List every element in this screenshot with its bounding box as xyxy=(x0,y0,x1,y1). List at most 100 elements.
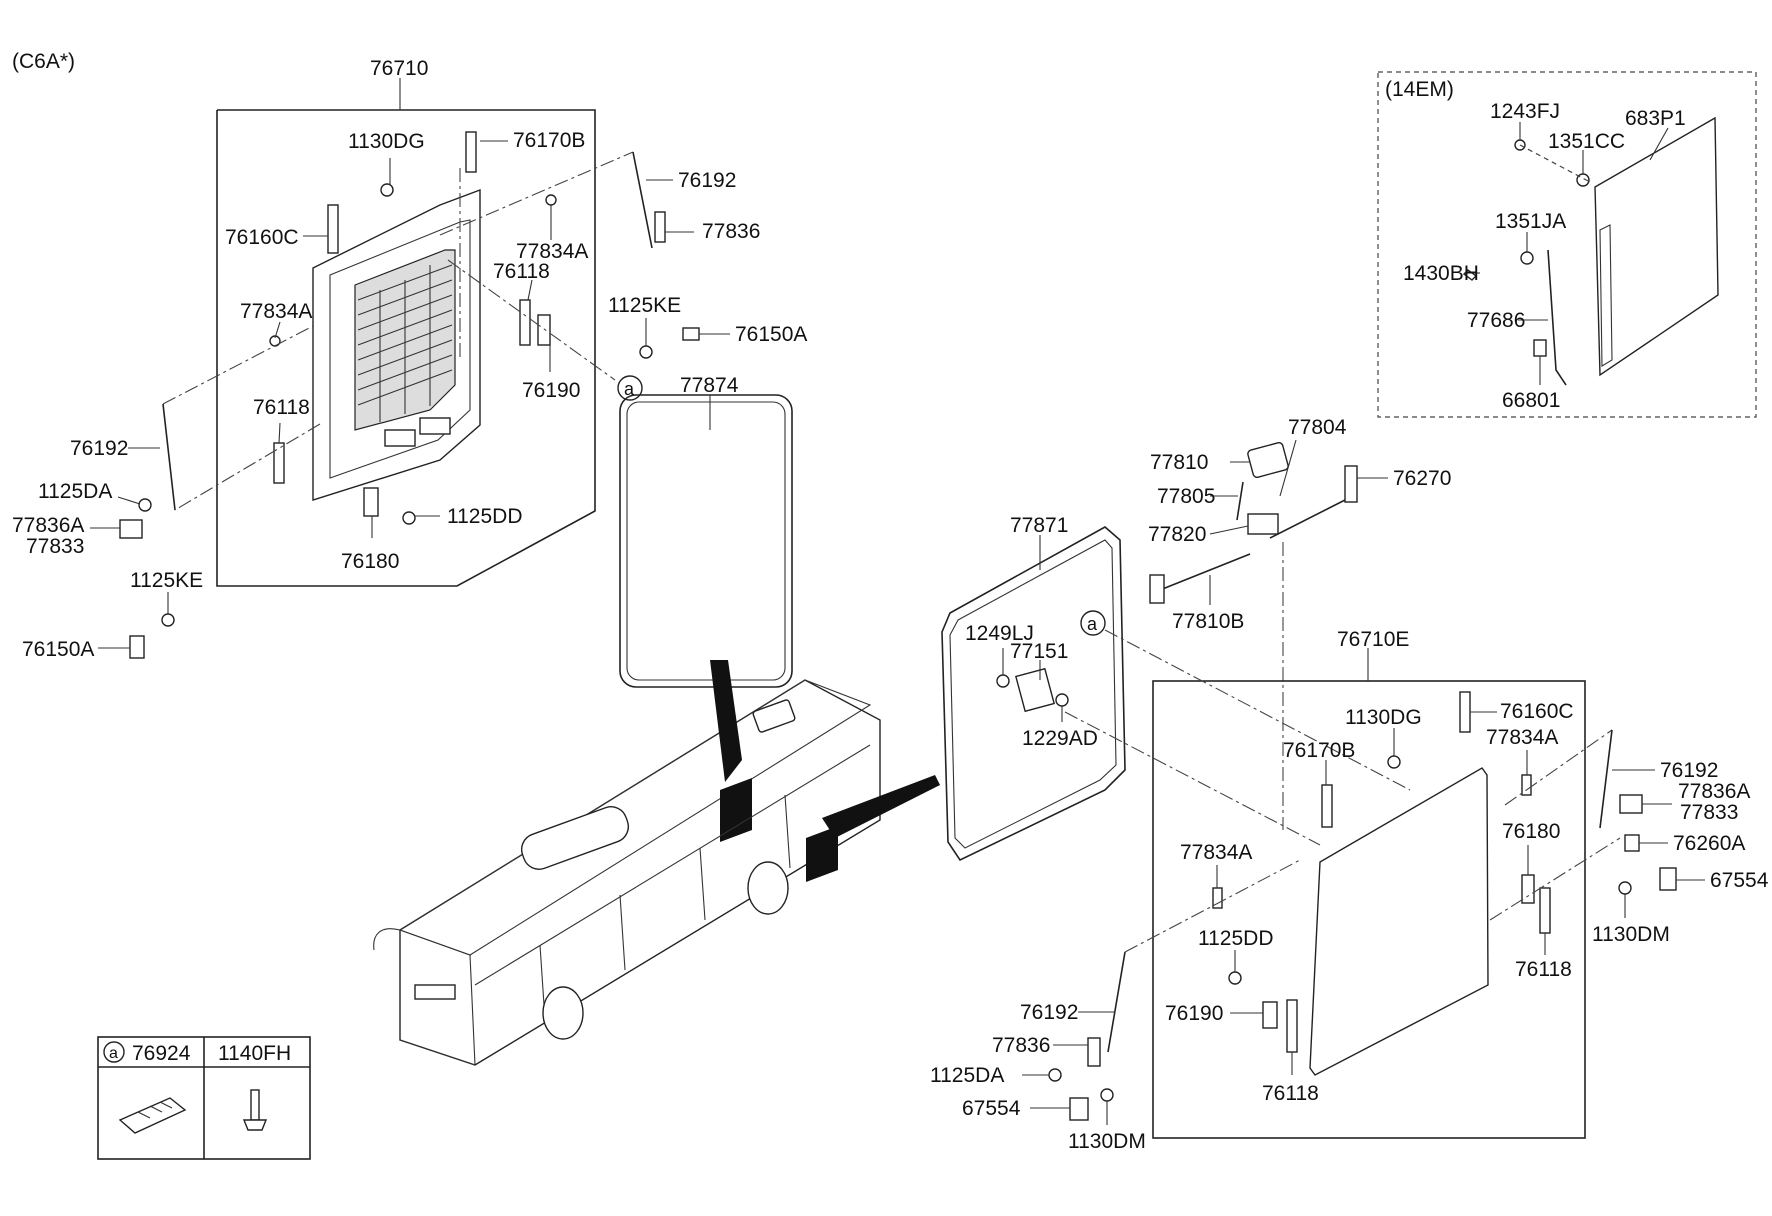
label-76192-c: 76192 xyxy=(1660,759,1718,782)
plate-77151 xyxy=(1014,667,1056,713)
bolt-1125dd xyxy=(402,511,416,525)
label-1130dg-a: 1130DG xyxy=(348,130,425,153)
bracket-77836a-a xyxy=(119,519,143,539)
panel-683p1-flange xyxy=(1599,224,1613,367)
label-67554-b: 67554 xyxy=(962,1097,1021,1120)
bracket-67554-b xyxy=(1069,1097,1089,1121)
strut-lower-left: 76192 77836 1125DA 67554 1130DM xyxy=(930,951,1146,1153)
seal-77874-inner xyxy=(626,401,786,681)
label-1249lj: 1249LJ xyxy=(965,622,1034,645)
bolt-1125dd-b xyxy=(1228,971,1242,985)
legend-part-1140fh-shank xyxy=(250,1089,260,1121)
legend-part-76924 xyxy=(118,1097,187,1134)
bus-grille xyxy=(414,984,456,1000)
label-1430bh: 1430BH xyxy=(1403,262,1479,285)
label-77834a-c: 77834A xyxy=(1486,726,1558,749)
leaders-roof-hatch xyxy=(274,140,552,538)
label-1243fj: 1243FJ xyxy=(1490,100,1560,123)
label-77834a-b: 77834A xyxy=(240,300,312,323)
strut-left: 76192 1125DA 77836A 77833 xyxy=(12,403,176,558)
callout-a-lower-text: a xyxy=(1087,614,1098,634)
seal-77871-outer xyxy=(941,526,1126,862)
wheel-rear xyxy=(747,861,789,915)
hinge-76170b xyxy=(465,131,477,173)
bracket-76118-c xyxy=(1539,887,1551,934)
label-77820: 77820 xyxy=(1148,523,1206,546)
fastener-group-lower-left: 1125KE 76150A xyxy=(22,569,203,661)
inset-code: (14EM) xyxy=(1385,78,1454,101)
bracket-76118-d xyxy=(1286,999,1298,1053)
legend-part-1140fh-head xyxy=(242,1119,268,1131)
assembly-lines-roof-hatch xyxy=(162,151,634,511)
bolt-1249lj xyxy=(996,674,1010,688)
stop-76260a xyxy=(1624,834,1640,852)
label-1125da-b: 1125DA xyxy=(930,1064,1004,1087)
fastener-group-upper: 1125KE 76150A a xyxy=(608,294,807,401)
bolt-1125ke-b xyxy=(161,613,175,627)
label-1351cc: 1351CC xyxy=(1548,130,1625,153)
hatch-location-roof xyxy=(720,778,752,842)
label-77836-b: 77836 xyxy=(992,1034,1050,1057)
label-1229ad: 1229AD xyxy=(1022,727,1098,750)
label-1130dm-a: 1130DM xyxy=(1592,923,1670,946)
seal-77874-outer xyxy=(619,394,793,688)
label-77836-a: 77836 xyxy=(702,220,760,243)
roof-hatch-rear xyxy=(752,699,796,733)
rod-77805 xyxy=(1236,481,1244,521)
legend-marker: a xyxy=(109,1045,118,1062)
variant-code: (C6A*) xyxy=(12,50,75,73)
inset-14em: (14EM) 1243FJ 1351CC 683P1 1351JA 1430BH… xyxy=(1377,71,1757,418)
grommet-1351ja xyxy=(1520,251,1534,265)
roof-hatch-assembly: 76710 xyxy=(162,57,634,587)
bus-front xyxy=(399,929,476,1066)
clip-77834a-c xyxy=(1521,774,1532,796)
side-hatch-assembly: 76710E 1130DG xyxy=(1064,628,1621,1139)
bolt-1125ke-a xyxy=(639,345,653,359)
callout-a-upper xyxy=(617,375,643,401)
label-1125ke-a: 1125KE xyxy=(608,294,681,317)
gas-strut-76192-d xyxy=(1107,951,1126,1053)
bolt-1125da-b xyxy=(1048,1068,1062,1082)
label-77834a-d: 77834A xyxy=(1180,841,1252,864)
label-76180-b: 76180 xyxy=(1502,820,1560,843)
label-76118-b: 76118 xyxy=(253,396,310,419)
clip-77834a-right xyxy=(545,194,557,206)
label-76192-d: 76192 xyxy=(1020,1001,1078,1024)
leaders-side-hatch xyxy=(1216,711,1546,1075)
label-76170b-a: 76170B xyxy=(513,129,585,152)
clip-66801 xyxy=(1533,339,1547,357)
label-1130dg-b: 1130DG xyxy=(1345,706,1422,729)
legend-marker-circle xyxy=(103,1041,125,1063)
bracket-76150a-a xyxy=(682,327,700,341)
label-67554-a: 67554 xyxy=(1710,869,1769,892)
label-76160c-b: 76160C xyxy=(1500,700,1574,723)
bus-illustration xyxy=(373,660,940,1066)
label-76710e: 76710E xyxy=(1337,628,1409,651)
bracket-76118-right xyxy=(519,299,531,346)
fitting-76180-b xyxy=(1521,874,1535,904)
strut-right-upper: 76192 77836 xyxy=(632,151,760,249)
label-76180-a: 76180 xyxy=(341,550,399,573)
hatch-grille-slats xyxy=(357,264,453,422)
bracket-67554-a xyxy=(1659,867,1677,891)
label-1125dd-b: 1125DD xyxy=(1198,927,1274,950)
hinge-76170b-b xyxy=(1321,784,1333,828)
label-76710: 76710 xyxy=(370,57,428,80)
label-77805: 77805 xyxy=(1157,485,1215,508)
label-77871: 77871 xyxy=(1010,514,1068,537)
label-76150a-a: 76150A xyxy=(735,323,807,346)
label-76270: 76270 xyxy=(1393,467,1451,490)
panel-683p1 xyxy=(1594,116,1719,377)
side-hatch-panel xyxy=(1309,767,1489,1076)
bracket-77836a-b xyxy=(1619,794,1643,814)
hinge-76160c-b xyxy=(1459,691,1471,733)
bolt-1130dm-b xyxy=(1100,1088,1114,1102)
bolt-1130dm-a xyxy=(1618,881,1632,895)
label-77834a-a: 77834A xyxy=(516,240,588,263)
label-77804: 77804 xyxy=(1288,416,1347,439)
bracket-77836-b xyxy=(1087,1037,1101,1067)
label-1125da-a: 1125DA xyxy=(38,480,112,503)
label-76170b-b: 76170B xyxy=(1283,739,1355,762)
